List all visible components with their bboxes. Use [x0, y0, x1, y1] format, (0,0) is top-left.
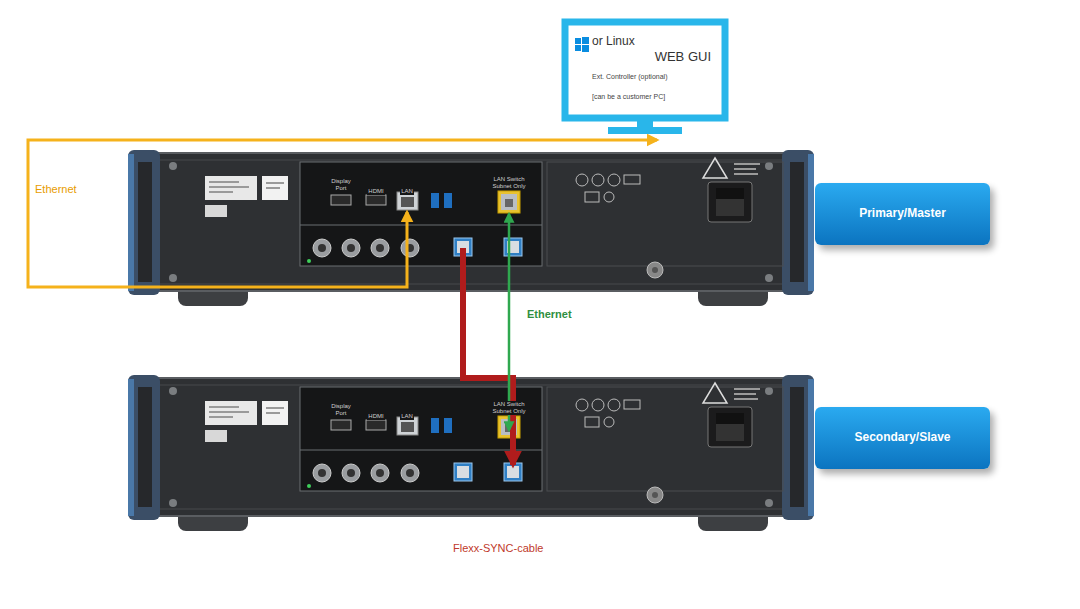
text-holder: WEB GUI	[627, 50, 711, 64]
monitor-screen	[565, 22, 725, 118]
text-holder: LAN	[392, 404, 422, 422]
port-label: HDMI	[367, 413, 384, 420]
windows-logo	[582, 45, 589, 52]
monitor-text: or Linux	[592, 35, 702, 48]
port-label: Display Port	[326, 178, 356, 191]
role-box: Primary/Master	[815, 183, 990, 245]
monitor-text: Ext. Controller (optional)	[592, 73, 717, 81]
port-label: LAN Switch Subnet Only	[487, 176, 531, 189]
windows-logo	[575, 45, 581, 51]
windows-logo	[575, 38, 581, 44]
label-holder: Ethernet	[35, 183, 77, 195]
text-holder: [can be a customer PC]	[592, 93, 717, 101]
monitor-text: WEB GUI	[627, 50, 711, 64]
port-label: Display Port	[326, 403, 356, 416]
role-label: Primary/Master	[859, 207, 946, 220]
port-label: LAN	[400, 413, 414, 420]
windows-logo	[582, 37, 589, 44]
monitor-base	[608, 127, 682, 134]
text-holder: Display Port	[326, 176, 356, 194]
port-label: LAN	[400, 188, 414, 195]
text-holder: or Linux	[592, 35, 702, 48]
instrument-rear-panel: Display PortHDMI LAN LAN Switch Subnet Onl…	[130, 150, 812, 307]
secondary-instrument-art	[128, 375, 814, 531]
cable-connector	[508, 214, 511, 430]
text-holder: LAN Switch Subnet Only	[487, 174, 531, 192]
monitor-neck	[637, 118, 653, 128]
port-label: LAN Switch Subnet Only	[487, 401, 531, 414]
controller-monitor: or LinuxWEB GUI Ext. Controller (optional…	[565, 22, 725, 118]
text-holder: HDMI	[361, 404, 391, 422]
text-holder: HDMI	[361, 179, 391, 197]
cable-connector	[28, 140, 657, 287]
edge-label: Ethernet	[35, 183, 77, 195]
text-holder: LAN Switch Subnet Only	[487, 399, 531, 417]
cable-label: Flexx-SYNC-cable	[453, 542, 543, 554]
role-label: Secondary/Slave	[854, 431, 950, 444]
cable-connector	[463, 248, 513, 465]
monitor-text: [can be a customer PC]	[592, 93, 717, 101]
label-holder: Ethernet	[527, 308, 572, 320]
text-holder: Display Port	[326, 401, 356, 419]
text-holder: Ext. Controller (optional)	[592, 73, 717, 81]
label-holder: Flexx-SYNC-cable	[453, 542, 543, 554]
role-box: Secondary/Slave	[815, 407, 990, 469]
edge-label: Ethernet	[527, 308, 572, 320]
instrument-rear-panel: Display PortHDMI LAN LAN Switch Subnet Onl…	[130, 375, 812, 532]
text-holder: LAN	[392, 179, 422, 197]
port-label: HDMI	[367, 188, 384, 195]
primary-instrument-art	[128, 150, 814, 306]
